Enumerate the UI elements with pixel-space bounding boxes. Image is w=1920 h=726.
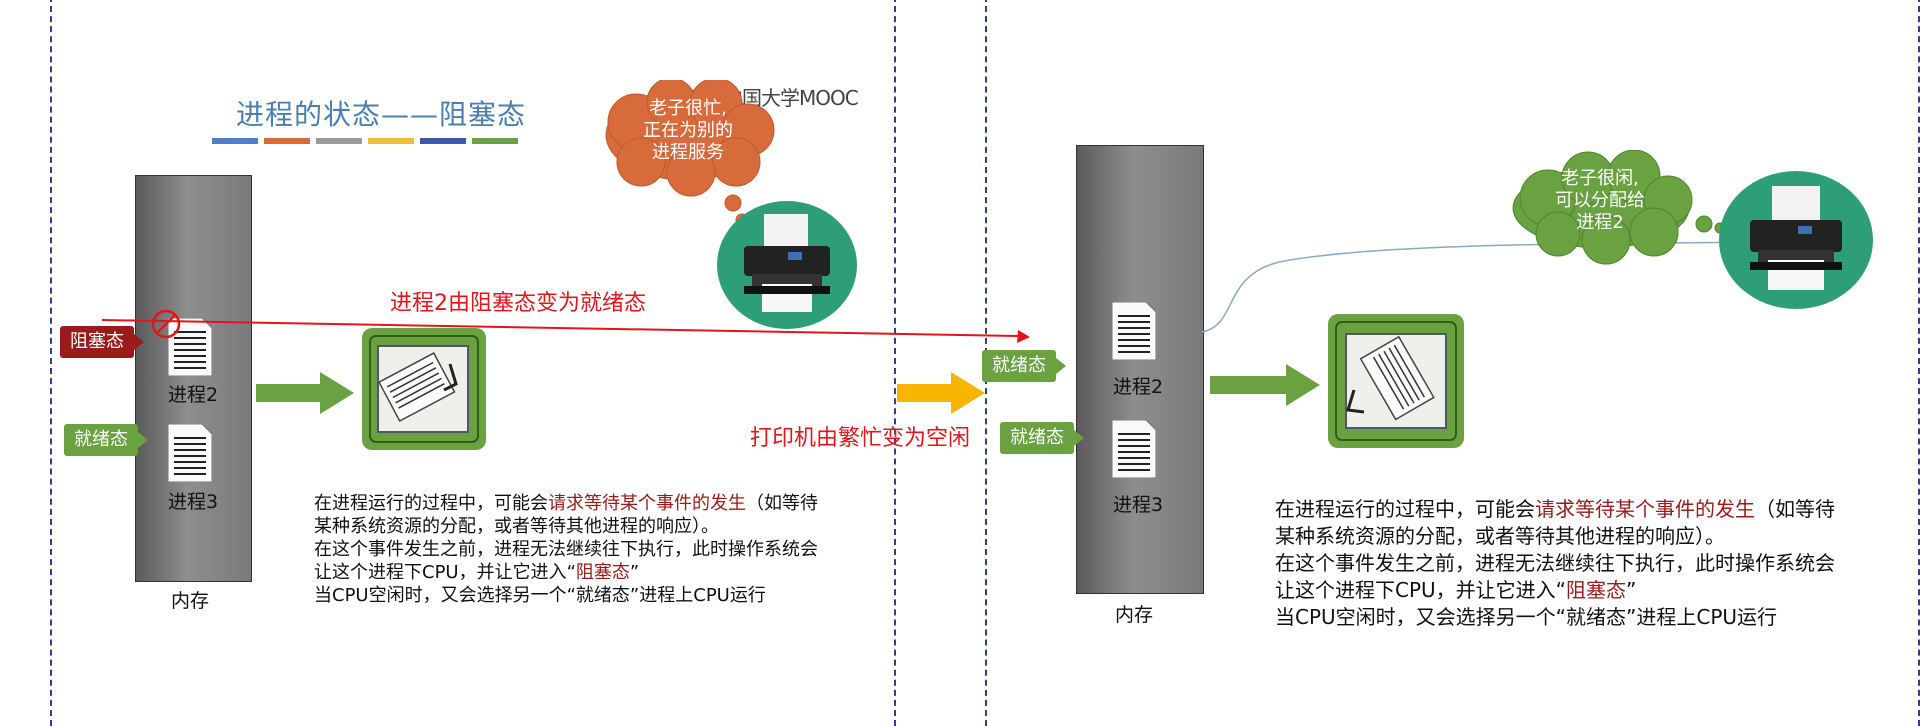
right-description: 在进程运行的过程中，可能会请求等待某个事件的发生（如等待 某种系统资源的分配，或… xyxy=(1275,497,1835,629)
process2-label-right: 进程2 xyxy=(1113,376,1164,398)
printer-icon xyxy=(717,201,857,329)
process3-label: 进程3 xyxy=(168,491,219,513)
process3-doc-icon-right xyxy=(1112,420,1156,478)
memory-block xyxy=(135,175,252,582)
printer-transition-label: 打印机由繁忙变为空闲 xyxy=(750,426,971,451)
title-bar-segment xyxy=(212,138,258,144)
process3-label-right: 进程3 xyxy=(1113,494,1164,516)
cpu-chip-icon-right xyxy=(1328,314,1464,448)
process2-doc-icon xyxy=(168,318,212,376)
title-bar-segment xyxy=(368,138,414,144)
memory-block-right xyxy=(1076,145,1204,594)
busy-thought-cloud xyxy=(605,80,775,238)
title-bar-segment xyxy=(264,138,310,144)
process3-doc-icon xyxy=(168,424,212,482)
transition-arrow xyxy=(101,319,1030,343)
blocked-state-tag: 阻塞态 xyxy=(60,326,144,358)
title-bar-segment xyxy=(316,138,362,144)
green-arrow-left xyxy=(256,372,354,414)
printer-icon-right xyxy=(1719,171,1873,309)
title-bar-segment xyxy=(472,138,518,144)
title-bar-segment xyxy=(420,138,466,144)
left-description: 在进程运行的过程中，可能会请求等待某个事件的发生（如等待 某种系统资源的分配，或… xyxy=(314,493,818,606)
busy-cloud-text: 老子很忙, 正在为别的 进程服务 xyxy=(643,98,733,163)
memory-label: 内存 xyxy=(171,590,210,612)
idle-thought-cloud xyxy=(1512,150,1737,265)
ready-state-tag-right-2: 就绪态 xyxy=(1000,422,1084,454)
transition-label: 进程2由阻塞态变为就绪态 xyxy=(390,291,646,316)
left-slide-panel xyxy=(50,0,896,726)
idle-cloud-text: 老子很闲, 可以分配给 进程2 xyxy=(1555,168,1645,233)
no-entry-icon xyxy=(151,309,181,339)
yellow-arrow xyxy=(897,372,985,414)
green-arrow-right xyxy=(1210,364,1320,406)
ready-state-tag-right-1: 就绪态 xyxy=(982,350,1066,382)
memory-label-right: 内存 xyxy=(1115,604,1154,626)
process2-doc-icon-right xyxy=(1112,302,1156,360)
ready-state-tag: 就绪态 xyxy=(64,424,148,456)
process2-label: 进程2 xyxy=(168,384,219,406)
cpu-chip-icon xyxy=(362,328,486,450)
slide-title: 进程的状态——阻塞态 xyxy=(236,98,527,131)
